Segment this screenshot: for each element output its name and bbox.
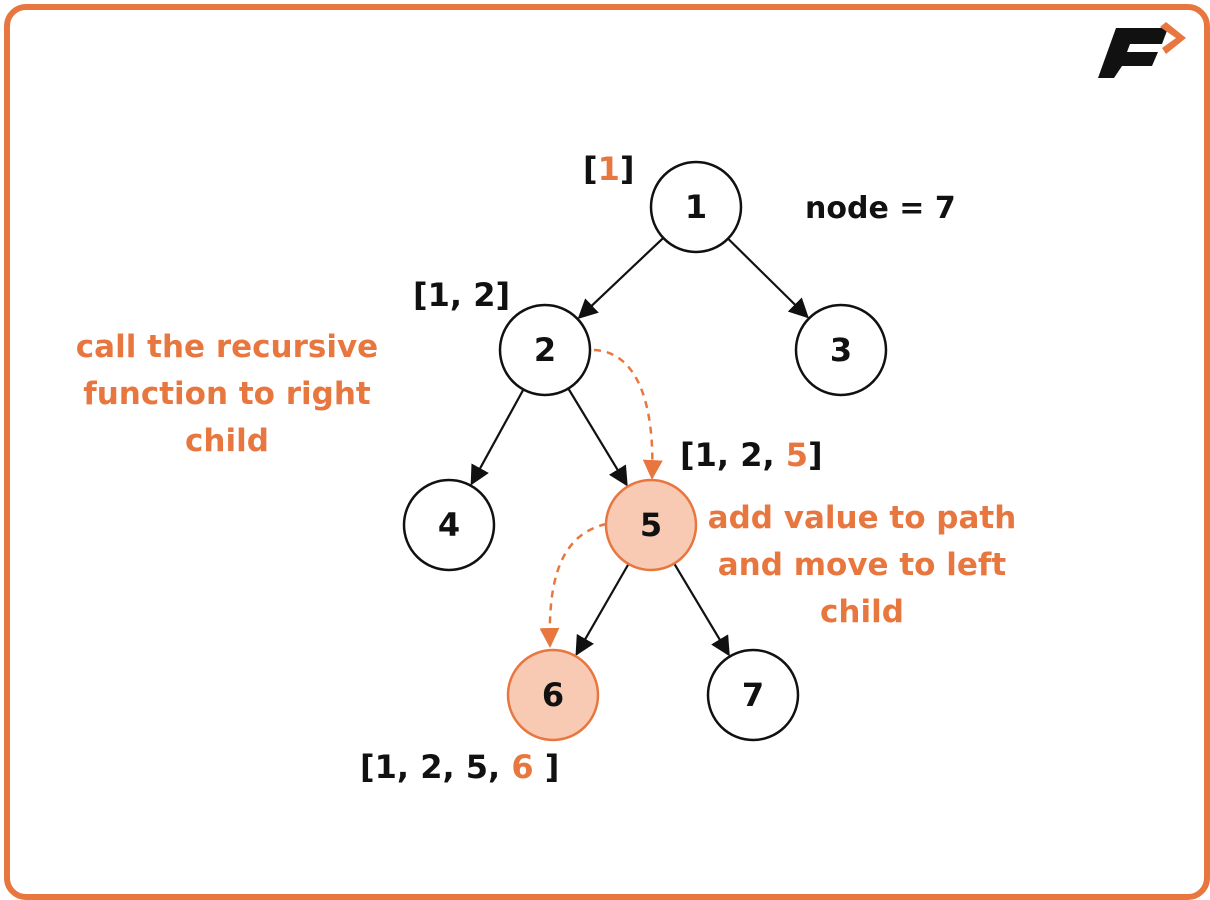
- f-arrow-logo-icon: [1098, 22, 1186, 78]
- path-label-node-1: [1]: [583, 150, 635, 188]
- tree-node-circle: [649, 160, 743, 254]
- path-label-node-2: [1, 2]: [413, 276, 510, 314]
- tree-node-label: 2: [534, 331, 556, 369]
- tree-node-7: 7: [706, 648, 800, 742]
- tree-edges: [470, 237, 809, 657]
- tree-edge-1-to-3: [727, 237, 809, 319]
- note-line: add value to path: [708, 500, 1017, 536]
- tree-nodes: 1 2 3 4 5 6 7: [402, 160, 888, 742]
- tree-node-circle: [604, 478, 698, 572]
- tree-node-label: 7: [742, 676, 764, 714]
- tree-node-circle: [706, 648, 800, 742]
- tree-edge-1-to-2: [577, 237, 665, 320]
- tree-node-circle: [402, 478, 496, 572]
- note-line: child: [820, 594, 904, 630]
- tree-node-1: 1: [649, 160, 743, 254]
- note-add-value: add value to path and move to left child: [708, 500, 1017, 630]
- tree-node-label: 3: [830, 331, 852, 369]
- tree-node-6: 6: [506, 648, 600, 742]
- tree-edge-5-to-6: [575, 563, 630, 657]
- traversal-arrow-5-to-6: [539, 522, 607, 648]
- path-label-node-5: [1, 2, 5]: [680, 436, 823, 474]
- tree-node-circle: [794, 303, 888, 397]
- tree-node-circle: [506, 648, 600, 742]
- tree-node-5: 5: [604, 478, 698, 572]
- tree-node-3: 3: [794, 303, 888, 397]
- traversal-arrows: [539, 348, 663, 648]
- tree-node-label: 6: [542, 676, 564, 714]
- path-label-node-6: [1, 2, 5, 6 ]: [360, 748, 559, 786]
- tree-node-label: 5: [640, 506, 662, 544]
- tree-node-label: 1: [685, 188, 707, 226]
- tree-node-2: 2: [498, 303, 592, 397]
- note-line: call the recursive: [76, 329, 378, 365]
- tree-node-label: 4: [438, 506, 460, 544]
- traversal-arrow-2-to-5: [593, 348, 663, 480]
- note-line: child: [185, 423, 269, 459]
- tree-node-4: 4: [402, 478, 496, 572]
- tree-edge-2-to-4: [470, 388, 525, 486]
- tree-node-circle: [498, 303, 592, 397]
- note-line: and move to left: [718, 547, 1007, 583]
- tree-edge-2-to-5: [567, 387, 628, 487]
- tree-edge-5-to-7: [673, 563, 730, 657]
- target-node-label: node = 7: [805, 191, 956, 226]
- note-line: function to right: [83, 376, 371, 412]
- note-recursive-call: call the recursive function to right chi…: [76, 329, 378, 459]
